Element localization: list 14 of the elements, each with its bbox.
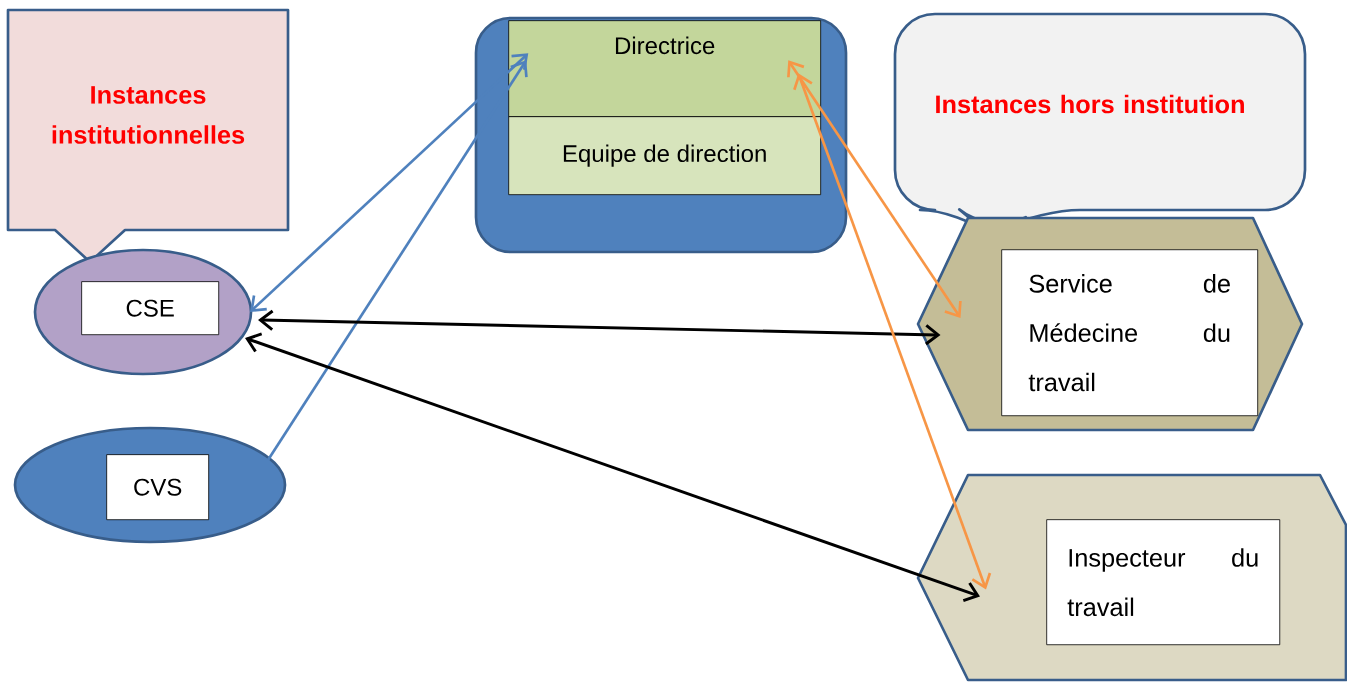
text-box: Directrice [508, 20, 822, 118]
text-box: Inspecteur du travail [1046, 519, 1281, 646]
speech-bubble: Instances hors institution [893, 12, 1307, 237]
arrow [245, 332, 980, 602]
text-box: Service de Médecine du travail [1001, 249, 1259, 417]
arrow [793, 73, 992, 590]
text-box: CSE [81, 281, 220, 336]
arrow [787, 60, 962, 318]
speech-bubble: Instances institutionnelles [6, 8, 290, 264]
text-box: CVS [106, 454, 210, 521]
arrow [266, 60, 528, 461]
text-box: Equipe de direction [508, 116, 822, 196]
arrow [250, 53, 529, 312]
arrow [258, 309, 941, 346]
